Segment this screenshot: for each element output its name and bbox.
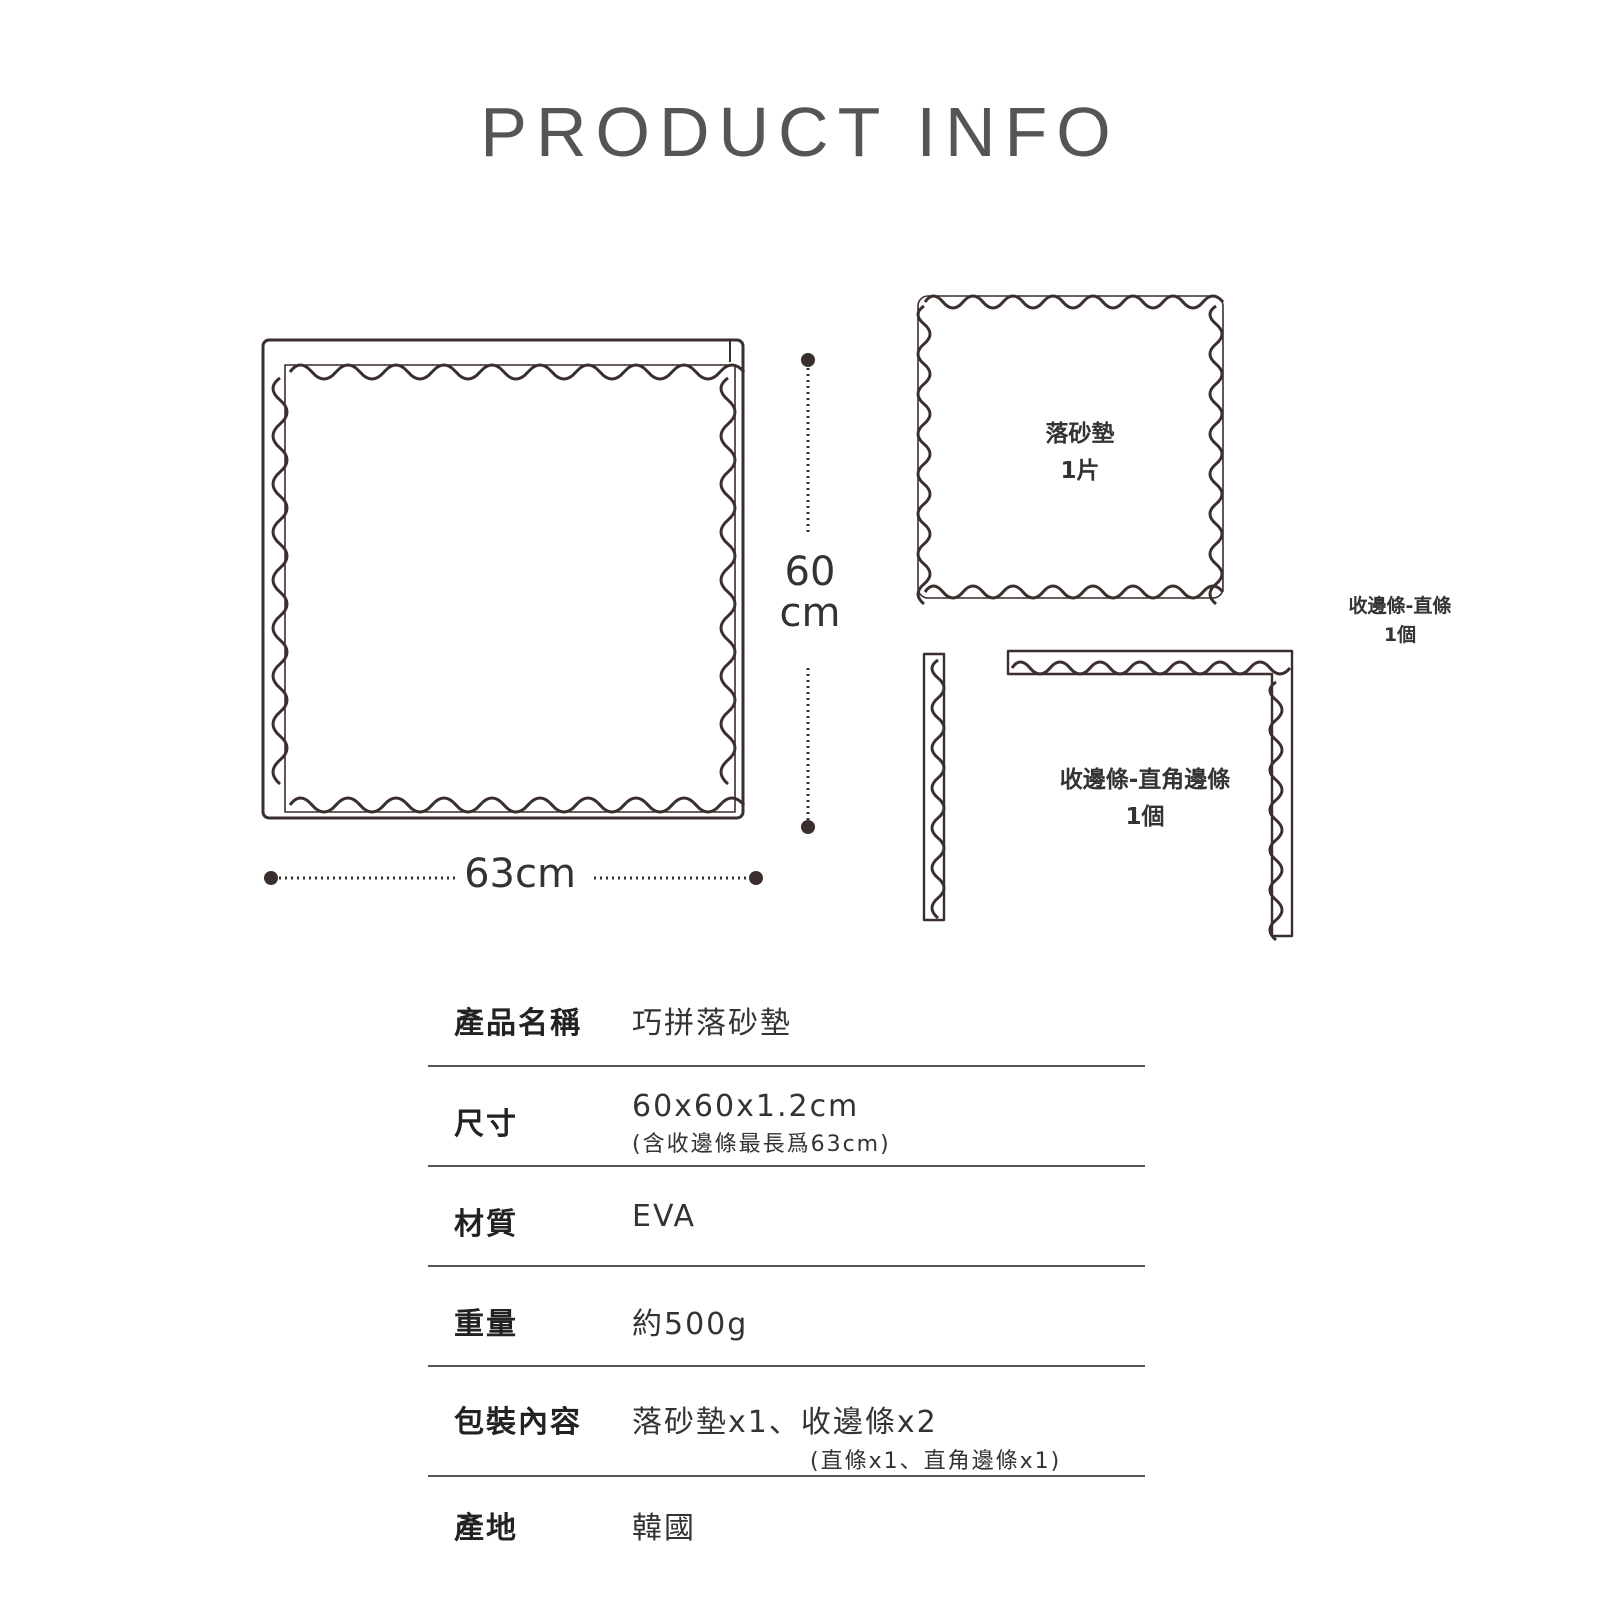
puzzle-edge-right xyxy=(719,376,737,786)
puzzle-edge-left xyxy=(271,376,289,786)
puzzle-edge-bottom xyxy=(288,796,746,814)
spec-note: (含收邊條最長爲63cm) xyxy=(632,1132,891,1157)
corner-strip-edge-top xyxy=(1010,660,1292,676)
height-dimension-value: 60 xyxy=(784,549,836,595)
straight-strip-label-name: 收邊條-直條 xyxy=(1348,595,1452,617)
single-mat-edge-left xyxy=(916,304,932,606)
spec-note: (直條x1、直角邊條x1) xyxy=(810,1449,1062,1474)
spec-value: 60x60x1.2cm xyxy=(632,1089,860,1124)
spec-row-name: 產品名稱 巧拼落砂墊 xyxy=(428,980,1145,1066)
spec-row-origin: 產地 韓國 xyxy=(428,1476,1145,1566)
width-dim-end-dot xyxy=(749,871,763,885)
spec-row-material: 材質 EVA xyxy=(428,1166,1145,1266)
width-dim-start-dot xyxy=(264,871,278,885)
page-title: PRODUCT INFO xyxy=(480,93,1120,171)
corner-strip-label-name: 收邊條-直角邊條 xyxy=(1059,767,1231,793)
corner-strip-label: 收邊條-直角邊條 1個 xyxy=(1030,762,1260,836)
spec-key: 產地 xyxy=(454,1511,518,1546)
spec-value: EVA xyxy=(632,1199,697,1234)
straight-strip-label-qty: 1個 xyxy=(1383,624,1417,647)
single-mat-edge-bottom xyxy=(923,584,1225,600)
mat-label-name: 落砂墊 xyxy=(1045,421,1115,447)
height-dimension-label: 60 cm xyxy=(770,552,850,634)
spec-row-package: 包裝內容 落砂墊x1、收邊條x2 (直條x1、直角邊條x1) xyxy=(428,1366,1145,1476)
straight-strip xyxy=(922,652,946,922)
mat-label-qty: 1片 xyxy=(1060,457,1100,484)
corner-strip-label-qty: 1個 xyxy=(1125,803,1165,830)
straight-strip-edge xyxy=(930,658,946,920)
straight-strip-label: 收邊條-直條 1個 xyxy=(1310,592,1490,651)
width-dimension-label: 63cm xyxy=(464,851,576,897)
height-dim-bottom-dot xyxy=(801,820,815,834)
assembled-mat-outline xyxy=(261,338,745,820)
spec-row-weight: 重量 約500g xyxy=(428,1266,1145,1366)
spec-value: 落砂墊x1、收邊條x2 xyxy=(632,1405,938,1440)
corner-strip-edge-right xyxy=(1268,680,1284,942)
product-diagram xyxy=(261,294,1294,942)
puzzle-edge-top xyxy=(288,363,746,381)
single-mat-edge-top xyxy=(923,294,1225,310)
assembled-mat-inner-edge xyxy=(284,364,736,813)
spec-table: 產品名稱 巧拼落砂墊 尺寸 60x60x1.2cm (含收邊條最長爲63cm) … xyxy=(428,980,1145,1566)
single-mat-edge-right xyxy=(1208,304,1224,606)
spec-key: 產品名稱 xyxy=(454,1006,582,1041)
spec-key: 材質 xyxy=(454,1207,518,1242)
mat-label: 落砂墊 1片 xyxy=(1000,416,1160,490)
spec-value-cell: 落砂墊x1、收邊條x2 (直條x1、直角邊條x1) xyxy=(632,1366,1145,1476)
spec-row-size: 尺寸 60x60x1.2cm (含收邊條最長爲63cm) xyxy=(428,1066,1145,1166)
spec-value-cell: 60x60x1.2cm (含收邊條最長爲63cm) xyxy=(632,1066,1145,1166)
spec-value: 巧拼落砂墊 xyxy=(632,1006,792,1041)
spec-key: 包裝內容 xyxy=(454,1405,582,1440)
spec-key: 重量 xyxy=(454,1307,518,1342)
height-dim-top-dot xyxy=(801,353,815,367)
height-dimension-unit: cm xyxy=(779,589,841,636)
spec-value: 韓國 xyxy=(632,1511,696,1546)
spec-value: 約500g xyxy=(632,1307,749,1342)
spec-key: 尺寸 xyxy=(454,1107,518,1142)
